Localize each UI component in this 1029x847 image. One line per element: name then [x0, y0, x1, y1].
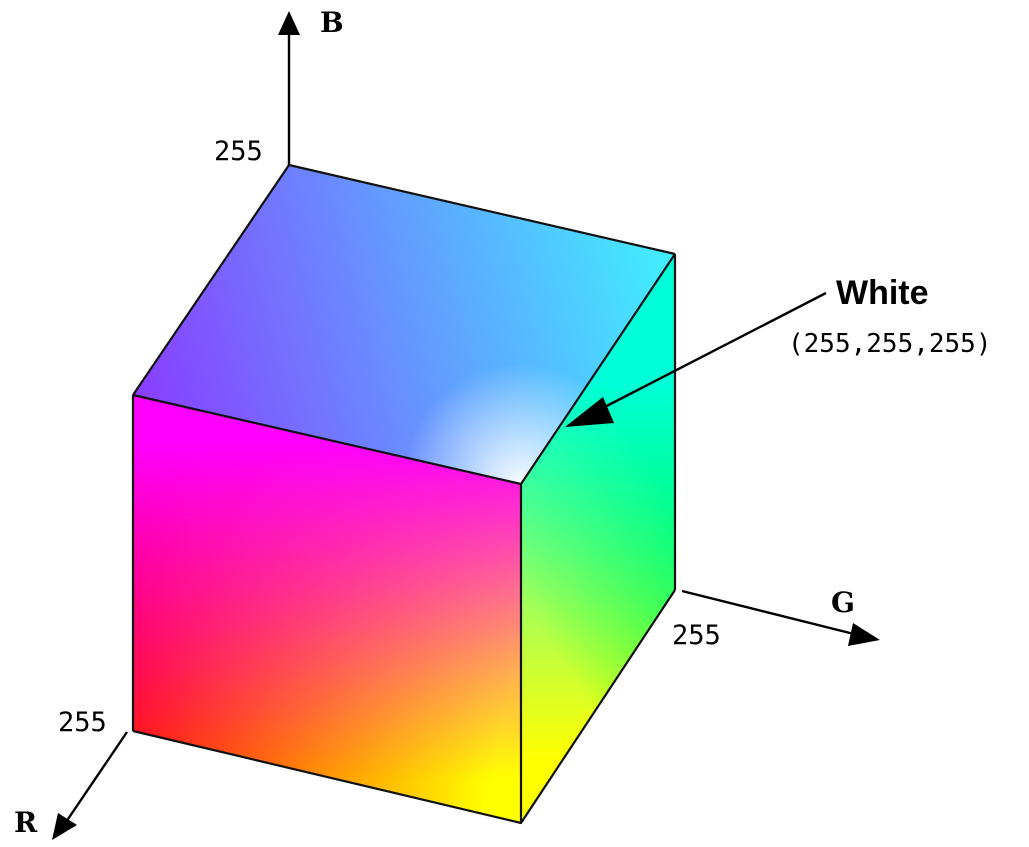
red-axis-max-label: 255	[58, 707, 107, 738]
red-axis-name: R	[14, 806, 38, 839]
white-callout-pointer-line	[594, 291, 827, 414]
cube-faces	[133, 165, 675, 823]
green-axis-line	[681, 589, 859, 637]
cube-front-face-shading	[133, 395, 521, 823]
blue-axis-max-label: 255	[214, 136, 263, 167]
white-callout-title: White	[836, 274, 929, 312]
cube-edges	[131, 163, 677, 825]
cube-top-face-shading	[133, 165, 675, 484]
blue-axis: B 255	[214, 6, 344, 167]
white-callout-arrowhead	[565, 397, 614, 427]
green-axis-arrowhead	[848, 623, 880, 646]
cube-edge-bottom	[132, 589, 676, 825]
blue-axis-name: B	[320, 6, 344, 39]
red-axis: R 255	[14, 707, 128, 840]
green-axis-max-label: 255	[672, 620, 721, 651]
white-corner-callout: White (255,255,255)	[565, 274, 992, 427]
red-axis-arrowhead	[52, 813, 77, 840]
green-axis-name: G	[831, 586, 855, 619]
white-callout-value: (255,255,255)	[788, 329, 992, 359]
green-axis: G 255	[672, 586, 880, 651]
blue-axis-arrowhead	[278, 11, 300, 35]
cube-right-face-shading	[521, 254, 675, 823]
red-axis-line	[65, 731, 128, 823]
